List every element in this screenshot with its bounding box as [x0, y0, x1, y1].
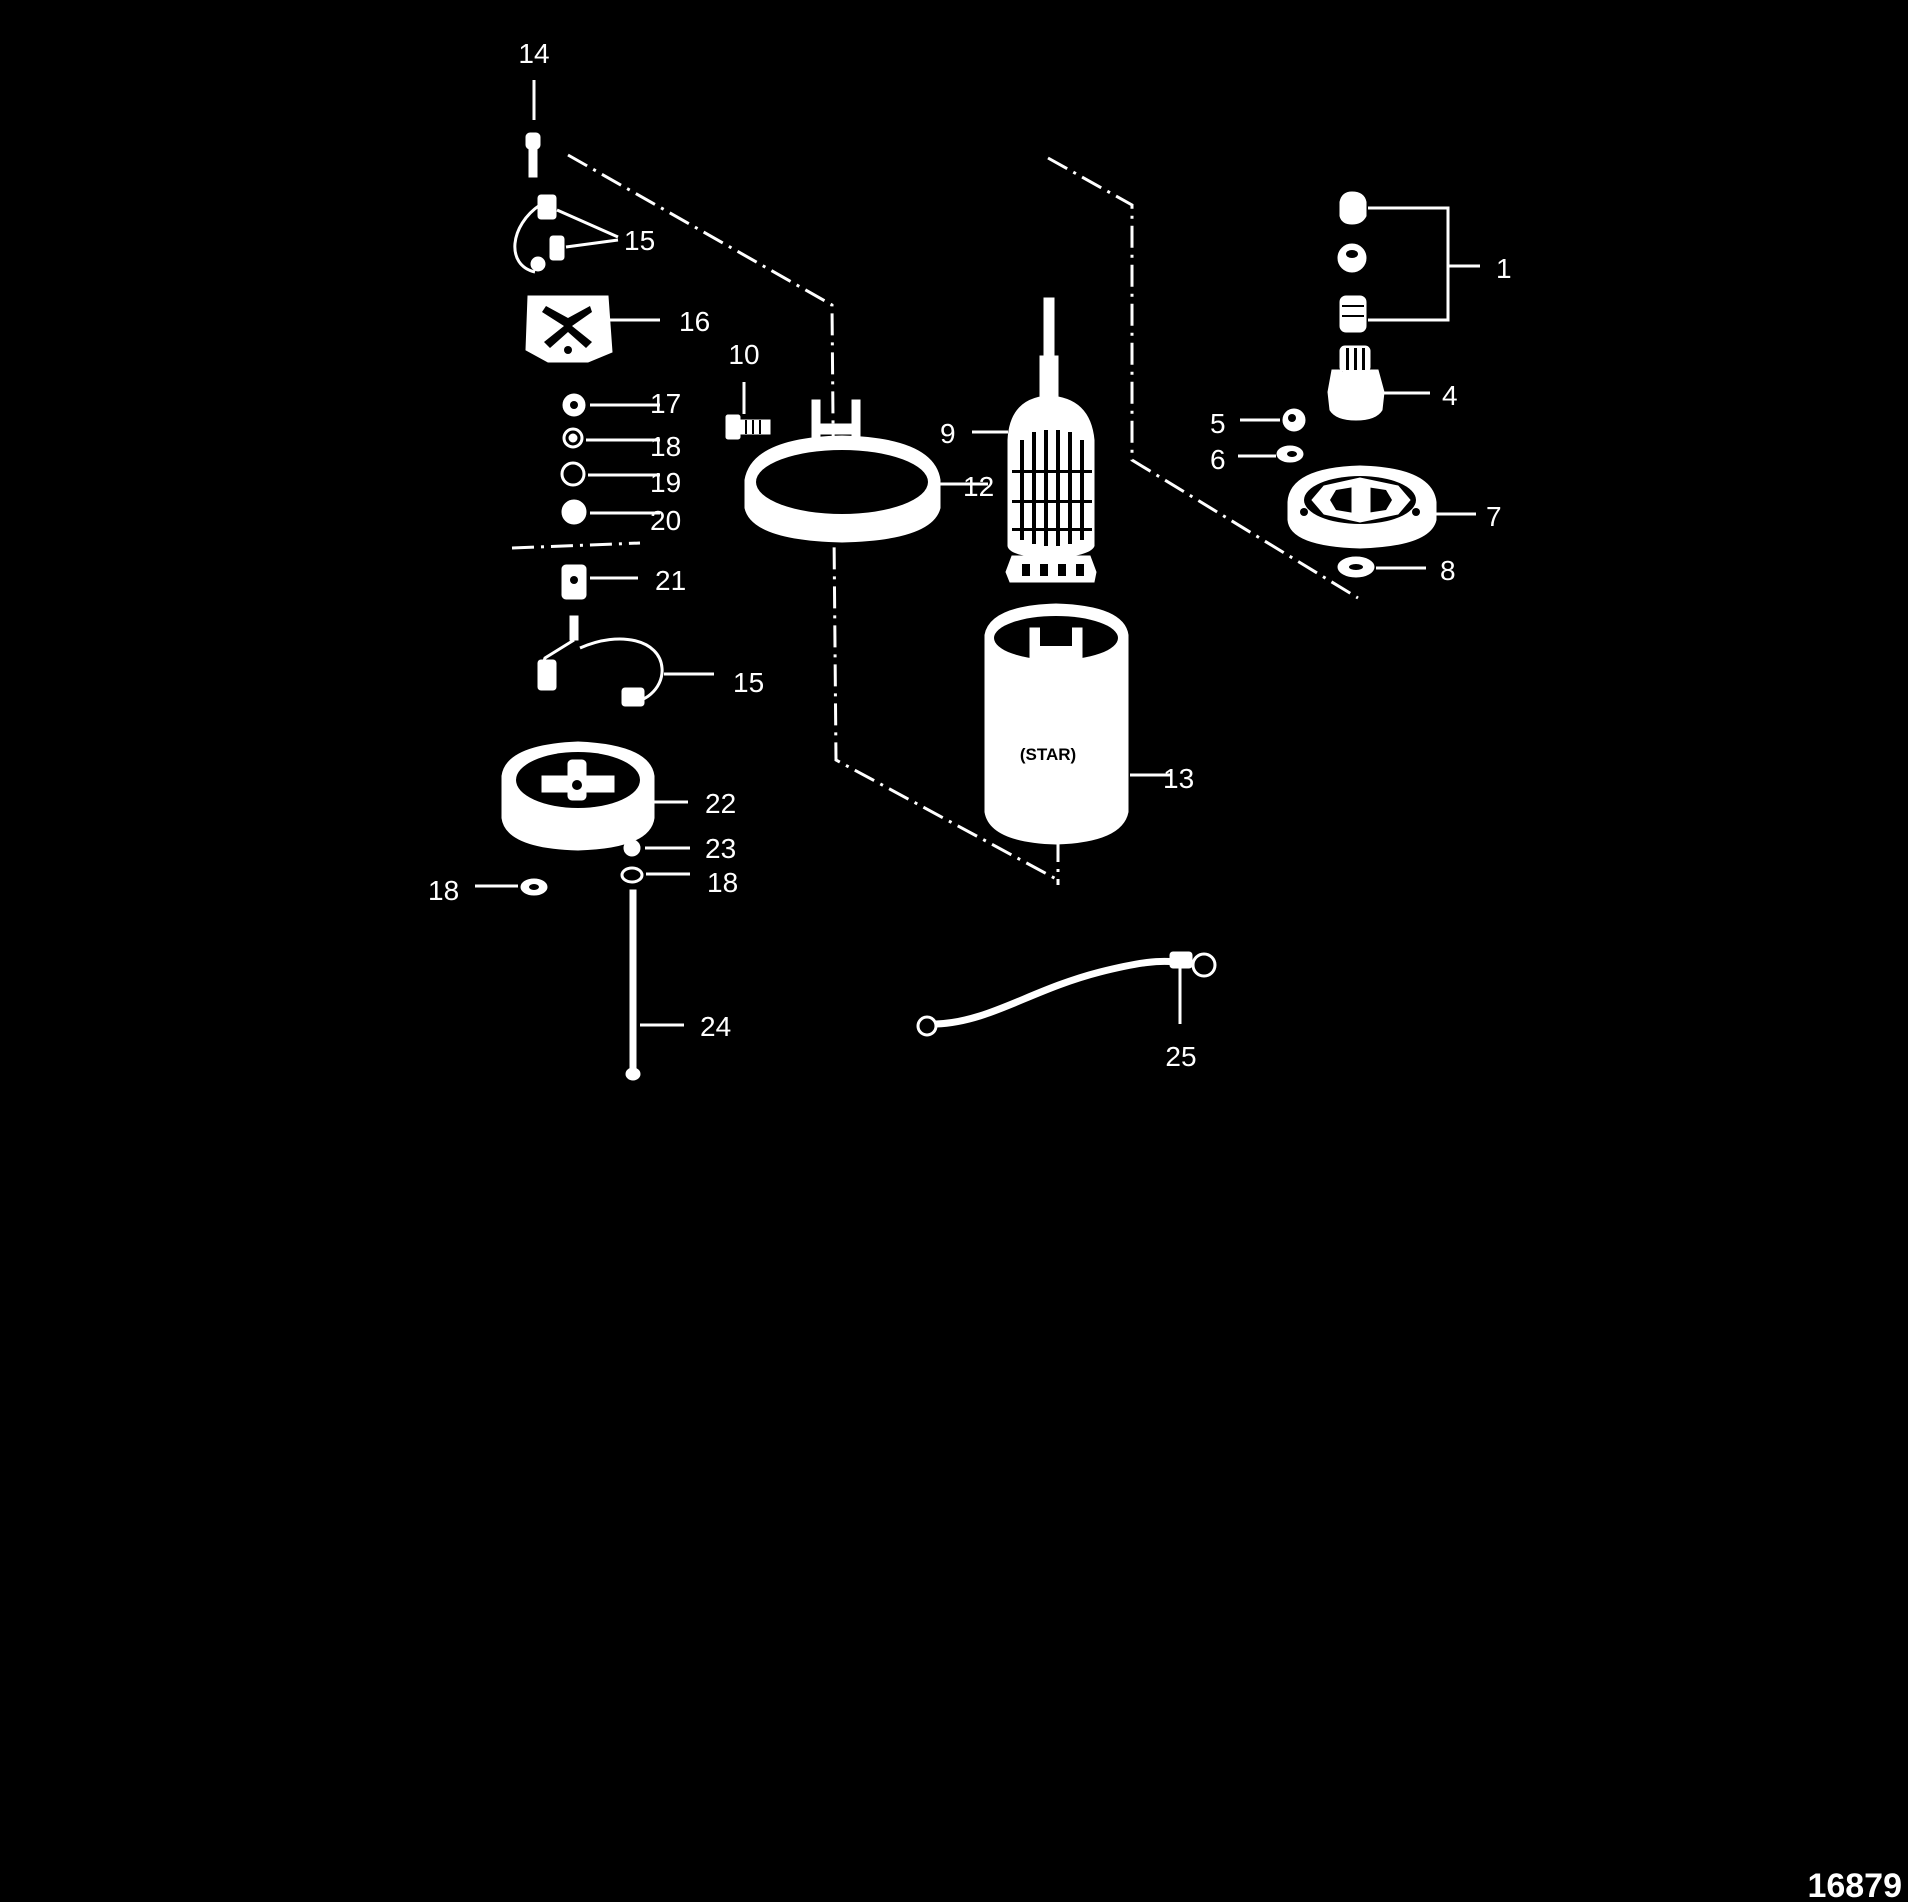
callout-7: 7 [1486, 501, 1502, 532]
figure-number: 16879 [1807, 1867, 1902, 1902]
callout-15-upper: 15 [624, 225, 655, 256]
drive-pinion-part-4 [1327, 345, 1385, 421]
washer-part-8 [1337, 556, 1375, 578]
washer-part-19 [560, 461, 586, 487]
callout-25: 25 [1165, 1041, 1196, 1072]
terminal-part-21 [561, 564, 587, 600]
callout-6: 6 [1210, 444, 1226, 475]
cable-part-25 [916, 951, 1217, 1037]
nut-part-23 [623, 839, 641, 857]
callout-18-lower-left: 18 [428, 875, 459, 906]
brush-lead-part-15-lower [537, 615, 664, 707]
callout-15-lower: 15 [733, 667, 764, 698]
brush-lead-part-15-upper [513, 194, 565, 274]
callout-18-upper: 18 [650, 431, 681, 462]
callout-4: 4 [1442, 380, 1458, 411]
nut-part-17 [562, 393, 586, 417]
callout-24: 24 [700, 1011, 731, 1042]
guide-line-right [1047, 156, 1359, 600]
callout-20: 20 [650, 505, 681, 536]
nut-part-5 [1282, 408, 1306, 432]
callout-8: 8 [1440, 555, 1456, 586]
callout-19: 19 [650, 467, 681, 498]
washer-part-6 [1276, 445, 1304, 463]
field-frame-part-13: (STAR) [984, 603, 1129, 845]
drive-parts-group-1 [1337, 191, 1367, 333]
guide-line-brushplate [511, 541, 641, 550]
callout-labels: 14 15 16 17 18 19 20 21 15 22 23 18 18 2… [428, 38, 1512, 1072]
callout-22: 22 [705, 788, 736, 819]
brush-holder-part-16 [525, 295, 613, 363]
insulator-part-20 [561, 499, 587, 525]
housing-label: (STAR) [1020, 745, 1076, 764]
drive-end-plate-part-7 [1287, 465, 1437, 549]
callout-17: 17 [650, 388, 681, 419]
armature-part-9 [1005, 297, 1097, 583]
callout-21: 21 [655, 565, 686, 596]
end-cap-part-22 [501, 741, 655, 851]
clamp-band-part-12 [744, 399, 941, 543]
callout-23: 23 [705, 833, 736, 864]
bolt-part-10 [725, 414, 771, 440]
callout-13: 13 [1163, 763, 1194, 794]
through-bolt-part-24 [625, 889, 641, 1081]
callout-9: 9 [940, 418, 956, 449]
washer-part-18-upper [562, 427, 584, 449]
callout-18-lower-right: 18 [707, 867, 738, 898]
washer-part-18-lower-right [620, 866, 644, 884]
screw-part-14 [525, 132, 541, 178]
washer-part-18-lower-left [520, 878, 548, 896]
callout-12: 12 [963, 471, 994, 502]
callout-16: 16 [679, 306, 710, 337]
callout-5: 5 [1210, 408, 1226, 439]
callout-1: 1 [1496, 253, 1512, 284]
leader-lines [475, 80, 1480, 1027]
callout-14: 14 [518, 38, 549, 69]
callout-10: 10 [728, 339, 759, 370]
